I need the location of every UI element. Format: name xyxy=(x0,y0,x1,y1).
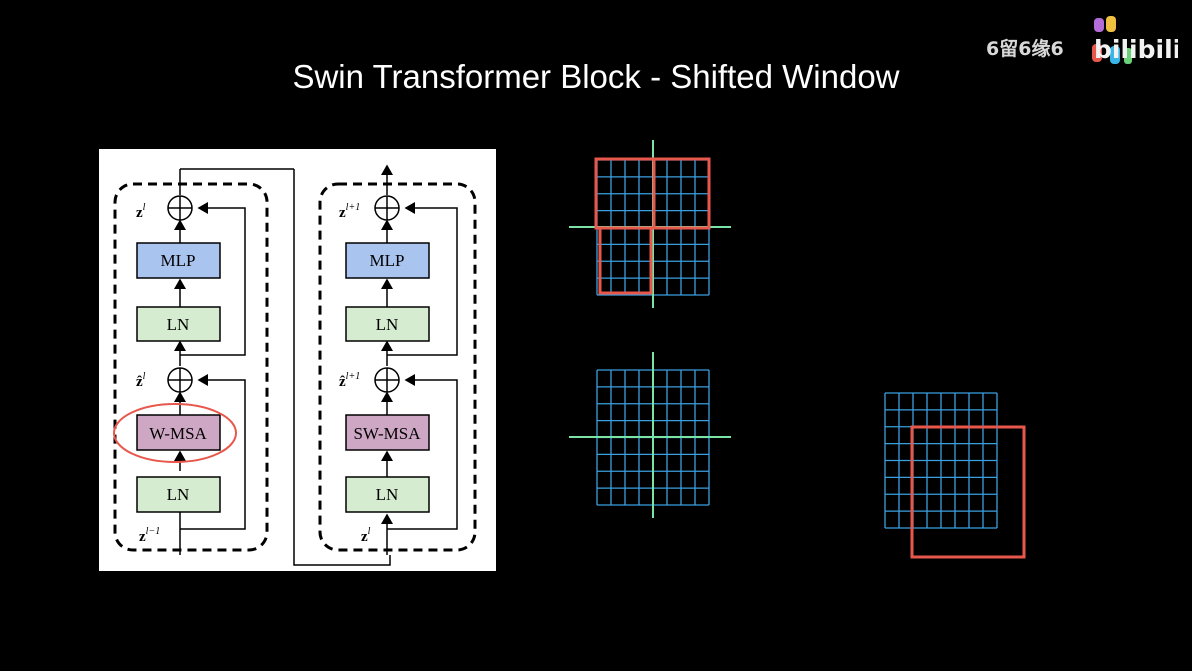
right-mlp-label: MLP xyxy=(370,251,405,270)
left-add-circle-top xyxy=(167,195,193,221)
architecture-panel: MLP LN W-MSA LN zl ẑl zl−1 xyxy=(99,149,496,571)
bilibili-logo: bilibili xyxy=(1092,16,1178,64)
right-mlp-box xyxy=(345,242,430,279)
right-zhat-label: ẑl+1 xyxy=(339,371,360,390)
block-connector xyxy=(293,169,391,566)
right-add-circle-top xyxy=(374,195,400,221)
left-wmsa-label: W-MSA xyxy=(149,424,207,443)
right-ln-bottom-label: LN xyxy=(376,485,399,504)
grid-shift-overlay xyxy=(884,392,1026,559)
left-mlp-label: MLP xyxy=(161,251,196,270)
right-z-out-label: zl+1 xyxy=(339,202,360,221)
wmsa-highlight-circle xyxy=(113,403,237,463)
left-z-in-label: zl−1 xyxy=(139,526,160,545)
left-block-dashed-border xyxy=(113,182,269,552)
right-swmsa-box xyxy=(345,414,430,451)
grid-shifted xyxy=(569,140,731,308)
left-ln-bottom-box xyxy=(136,476,221,513)
grid-regular xyxy=(569,352,731,518)
right-swmsa-label: SW-MSA xyxy=(353,424,421,443)
right-block-dashed-border xyxy=(318,182,477,552)
left-wmsa-box xyxy=(136,414,221,451)
left-ln-top-label: LN xyxy=(167,315,190,334)
uploader-watermark: 6留6缘6 xyxy=(986,38,1064,60)
right-ln-top-box xyxy=(345,306,430,342)
logo-mascot-shapes xyxy=(1092,16,1132,64)
left-zhat-label: ẑl xyxy=(136,371,146,390)
left-ln-bottom-label: LN xyxy=(167,485,190,504)
cell-grid-right xyxy=(884,392,998,529)
left-mlp-box xyxy=(136,242,221,279)
right-swin-block: MLP LN SW-MSA LN zl+1 ẑl+1 zl xyxy=(318,164,477,555)
left-z-out-label: zl xyxy=(136,202,146,221)
right-ln-top-label: LN xyxy=(376,315,399,334)
slide-title: Swin Transformer Block - Shifted Window xyxy=(292,58,900,95)
window-red-shifted xyxy=(910,425,1026,559)
left-ln-top-box xyxy=(136,306,221,342)
window-red-bottom-left xyxy=(598,226,653,295)
window-red-top-right xyxy=(652,157,711,230)
logo-text: bilibili xyxy=(1094,35,1178,64)
architecture-diagram: MLP LN W-MSA LN zl ẑl zl−1 xyxy=(113,164,477,566)
left-add-circle-mid xyxy=(167,367,193,393)
right-z-in-label: zl xyxy=(361,526,371,545)
right-ln-bottom-box xyxy=(345,476,430,513)
right-add-circle-mid xyxy=(374,367,400,393)
left-swin-block: MLP LN W-MSA LN zl ẑl zl−1 xyxy=(113,168,294,555)
